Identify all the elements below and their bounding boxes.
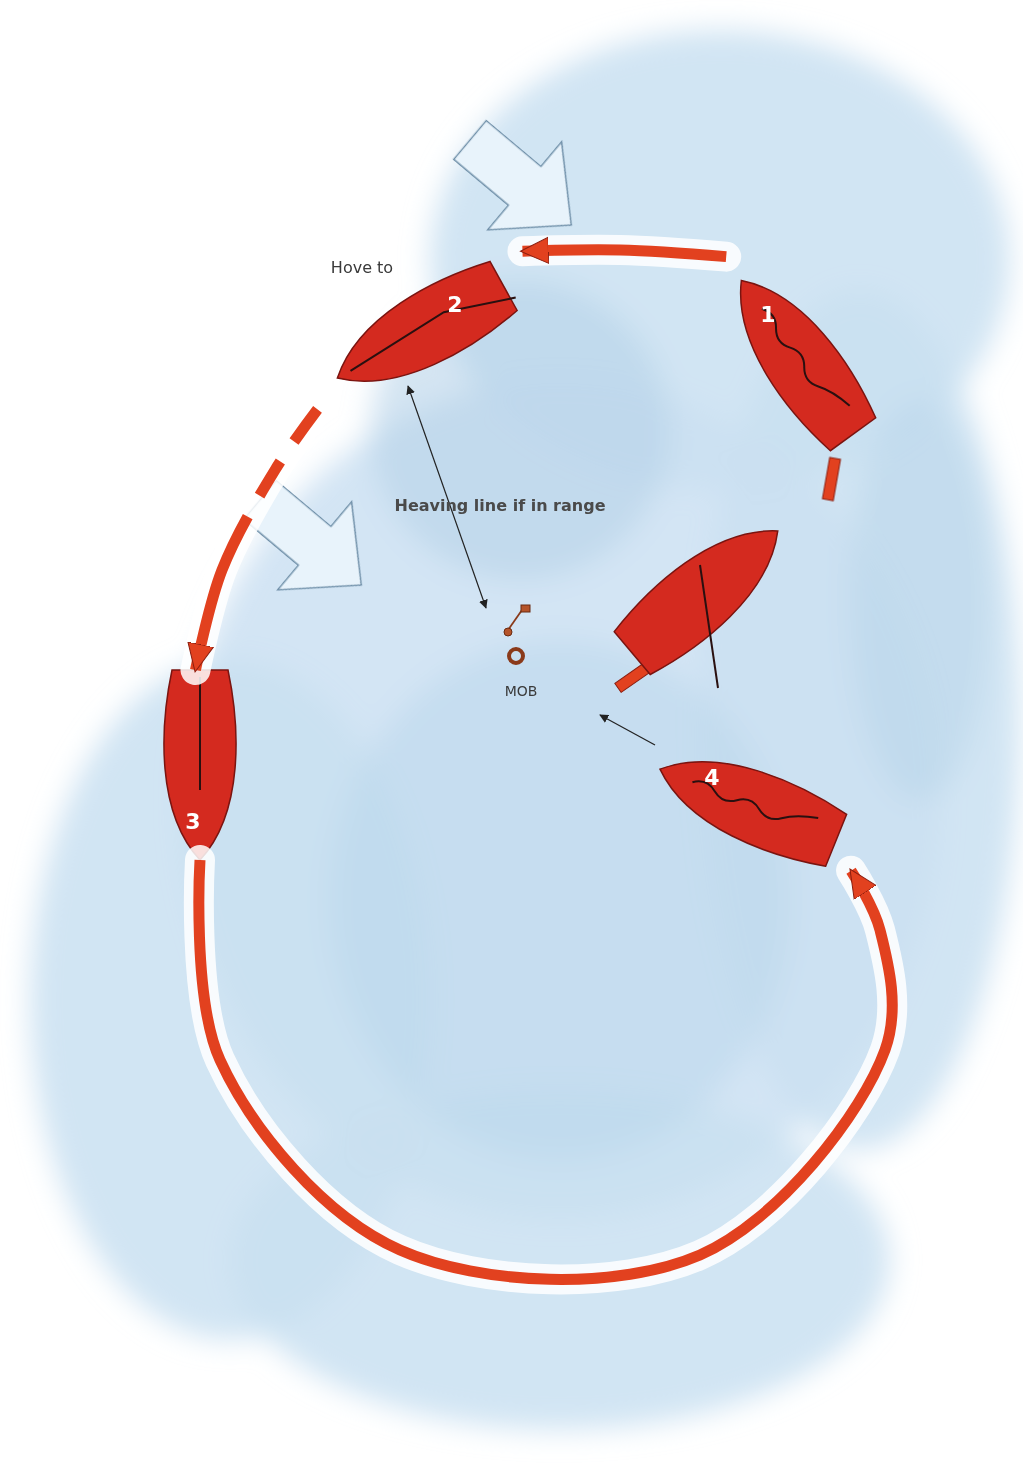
boat-node: 4 xyxy=(645,732,851,877)
sail-line xyxy=(347,278,515,385)
water-wash xyxy=(30,30,1020,1430)
boat-outline xyxy=(645,732,851,877)
callout-number: 2 xyxy=(447,293,462,317)
course-arrow xyxy=(522,250,726,257)
boat-node: 1 xyxy=(709,257,885,458)
callout-number: 4 xyxy=(704,766,719,790)
course-arrow xyxy=(195,409,317,670)
track-halo xyxy=(522,250,726,257)
boat-hull xyxy=(646,736,849,874)
course-arrow xyxy=(199,860,892,1279)
boat-hull xyxy=(609,503,801,680)
sail-line xyxy=(199,677,201,790)
dan-buoy-flag xyxy=(521,605,530,612)
mob-symbol xyxy=(504,605,530,663)
boat-node: 3 xyxy=(160,670,240,860)
track-halo xyxy=(195,409,317,670)
man-overboard xyxy=(509,649,523,663)
wind-arrow xyxy=(223,456,398,629)
boat-outline xyxy=(709,257,885,458)
dan-buoy-pole xyxy=(508,610,522,630)
state-note: Hove to xyxy=(331,259,393,277)
wind-arrow xyxy=(433,96,608,269)
boat-hull xyxy=(319,254,520,409)
course-dash xyxy=(822,457,840,500)
callout-number: 1 xyxy=(760,303,775,327)
dan-buoy-float xyxy=(504,628,512,636)
mob-label: MOB xyxy=(505,684,538,699)
annotation-label: Heaving line if in range xyxy=(395,497,606,515)
boat-node: Hove to 2 xyxy=(318,251,523,413)
sail-line xyxy=(758,300,849,416)
approach-boat xyxy=(609,503,801,680)
boat-hull xyxy=(712,259,882,455)
water-wash xyxy=(850,400,990,800)
approach-pointer xyxy=(600,715,655,745)
sail-line xyxy=(700,565,718,688)
track-halo xyxy=(199,860,892,1279)
callout-number: 3 xyxy=(185,810,200,834)
water-wash xyxy=(330,640,790,1160)
boat-hull xyxy=(164,670,236,860)
